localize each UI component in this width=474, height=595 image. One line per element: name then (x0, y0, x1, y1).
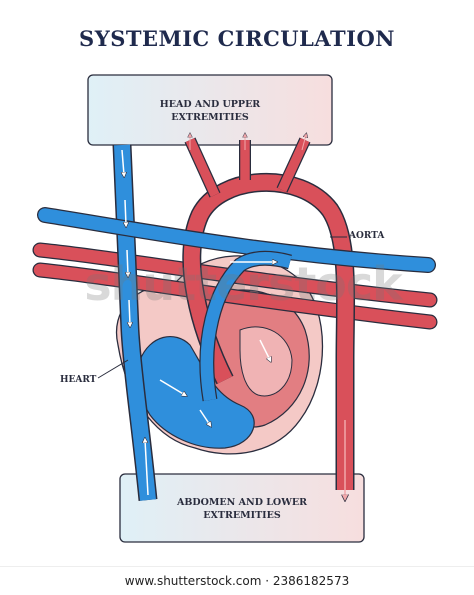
right-ventricle (137, 336, 255, 449)
top-box-label-line2: EXTREMITIES (171, 112, 249, 123)
top-box-label: HEAD AND UPPER EXTREMITIES (88, 98, 332, 124)
watermark: shutterstock (84, 257, 403, 311)
bottom-box-label: ABDOMEN AND LOWER EXTREMITIES (120, 496, 364, 522)
aorta-label: AORTA (349, 231, 385, 241)
bottom-box-label-line1: ABDOMEN AND LOWER (176, 497, 308, 508)
footer-text: www.shutterstock.com · 2386182573 (124, 574, 350, 588)
heart-callout-line (97, 359, 129, 379)
footer-bar (0, 566, 474, 595)
abdomen-lower-extremities-box (119, 473, 365, 543)
head-upper-extremities-box (87, 74, 333, 146)
top-box-label-line1: HEAD AND UPPER (159, 99, 261, 110)
bottom-box-label-line2: EXTREMITIES (203, 510, 281, 521)
heart-label: HEART (60, 375, 97, 385)
page-title: SYSTEMIC CIRCULATION (79, 26, 395, 51)
